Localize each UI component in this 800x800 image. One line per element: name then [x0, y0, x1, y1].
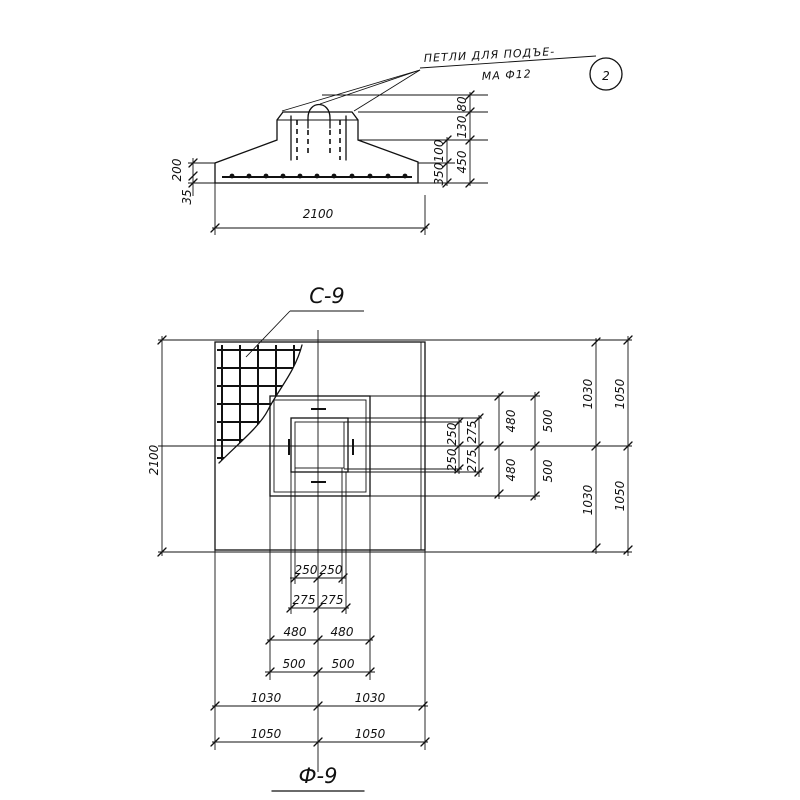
plan-dim-bottom-250-right: 250 — [320, 563, 343, 577]
plan-dim-bottom-275-left: 275 — [293, 593, 316, 607]
mesh-break-line — [218, 344, 303, 464]
drawing-title: Ф-9 — [298, 764, 337, 788]
plan-dim-right-upper-1050: 1050 — [613, 378, 627, 409]
plan-dim-right-lower-250: 250 — [445, 448, 459, 471]
section-dim-2100: 2100 — [303, 207, 334, 221]
plan-dim-bottom-500-left: 500 — [283, 657, 306, 671]
loop-marks — [288, 408, 354, 483]
section-dim-450: 450 — [455, 150, 469, 173]
plan-dim-right-lower-275: 275 — [465, 450, 479, 473]
plan-dim-bottom-1050-left: 1050 — [251, 727, 282, 741]
section-dim-35: 35 — [180, 189, 194, 204]
lifting-loop — [307, 103, 331, 129]
section-dimension-lines — [188, 90, 475, 233]
pedestal-bars — [290, 115, 347, 161]
plan-view: С-9 — [147, 284, 633, 772]
section-dim-350: 350 — [432, 162, 446, 185]
plan-dim-left-2100: 2100 — [147, 444, 161, 475]
plan-dim-right-upper-500: 500 — [541, 409, 555, 432]
plan-dim-right-upper-1030: 1030 — [581, 378, 595, 409]
section-outline — [214, 111, 419, 184]
plan-dim-bottom-1030-right: 1030 — [355, 691, 386, 705]
mesh-c9 — [217, 344, 303, 464]
plan-dim-right-upper-480: 480 — [504, 409, 518, 432]
plan-dim-bottom-250-left: 250 — [295, 563, 318, 577]
plan-dim-bottom-480-left: 480 — [284, 625, 307, 639]
callout-line1: ПЕТЛИ ДЛЯ ПОДЪЕ- — [423, 45, 555, 65]
plan-dim-right-lower-480: 480 — [504, 458, 518, 481]
callout-leaders — [281, 55, 597, 112]
plan-dim-bottom-480-right: 480 — [331, 625, 354, 639]
plan-dim-right-lower-1030: 1030 — [581, 484, 595, 515]
section-dim-130: 130 — [455, 115, 469, 138]
section-view: ПЕТЛИ ДЛЯ ПОДЪЕ- МА Ф12 2 80 130 450 — [170, 45, 623, 235]
plan-dim-bottom-500-right: 500 — [332, 657, 355, 671]
plan-dim-right-upper-250: 250 — [445, 422, 459, 445]
socket-outline — [290, 417, 349, 473]
plan-dim-right-lower-500: 500 — [541, 459, 555, 482]
rebar-dots — [229, 173, 408, 179]
section-dim-100: 100 — [432, 139, 446, 162]
mesh-leader — [245, 310, 291, 358]
plan-dim-bottom-1050-right: 1050 — [355, 727, 386, 741]
plan-dim-bottom-1030-left: 1030 — [251, 691, 282, 705]
mesh-label: С-9 — [309, 284, 345, 308]
section-dim-80: 80 — [455, 96, 469, 112]
plan-dim-bottom-275-right: 275 — [321, 593, 344, 607]
plan-dim-right-upper-275: 275 — [465, 421, 479, 444]
sheet-ref-circle — [589, 57, 623, 91]
plan-dimension-lines — [157, 335, 633, 747]
callout-line2: МА Ф12 — [481, 67, 532, 83]
sheet-ref-number: 2 — [602, 69, 610, 83]
plan-dim-right-lower-1050: 1050 — [613, 480, 627, 511]
section-dim-200: 200 — [170, 158, 184, 181]
plan-extension-lines — [158, 339, 632, 750]
